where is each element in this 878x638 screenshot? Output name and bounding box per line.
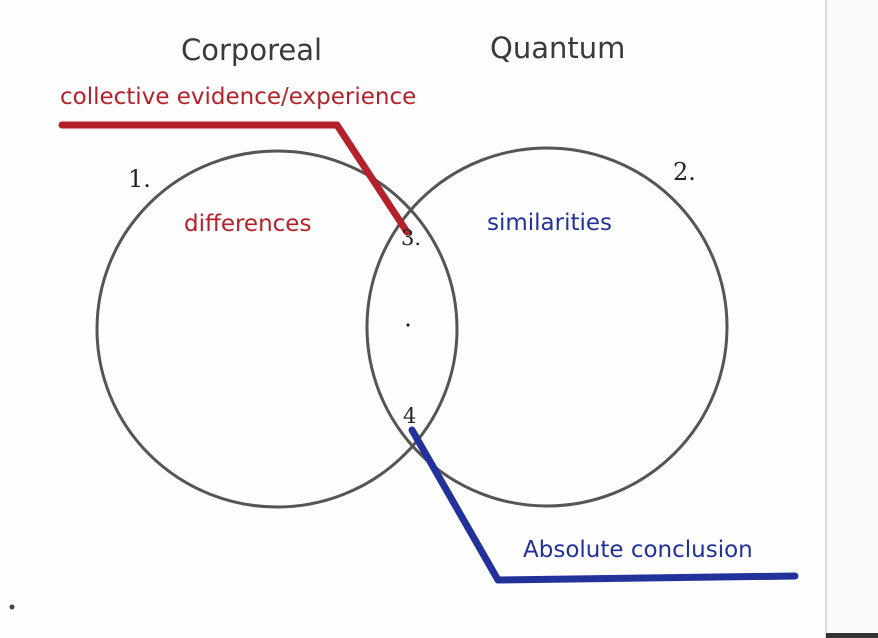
title-quantum: Quantum <box>490 31 626 65</box>
red-connector-line <box>58 121 411 236</box>
marker-3: 3. <box>401 226 422 250</box>
label-collective-evidence: collective evidence/experience <box>60 84 417 110</box>
title-corporeal: Corporeal <box>181 33 323 67</box>
scan-edge <box>826 633 878 638</box>
label-absolute-conclusion: Absolute conclusion <box>523 537 753 563</box>
marker-1: 1. <box>128 165 151 193</box>
label-differences: differences <box>184 211 312 237</box>
right-circle <box>365 146 729 508</box>
marker-2: 2. <box>673 158 696 186</box>
center-dot <box>406 323 410 327</box>
blue-connector-line <box>408 426 799 584</box>
left-circle <box>95 149 459 509</box>
label-similarities: similarities <box>487 210 613 236</box>
paper-margin <box>826 0 878 638</box>
speck <box>9 604 15 610</box>
marker-4: 4 <box>403 404 417 428</box>
